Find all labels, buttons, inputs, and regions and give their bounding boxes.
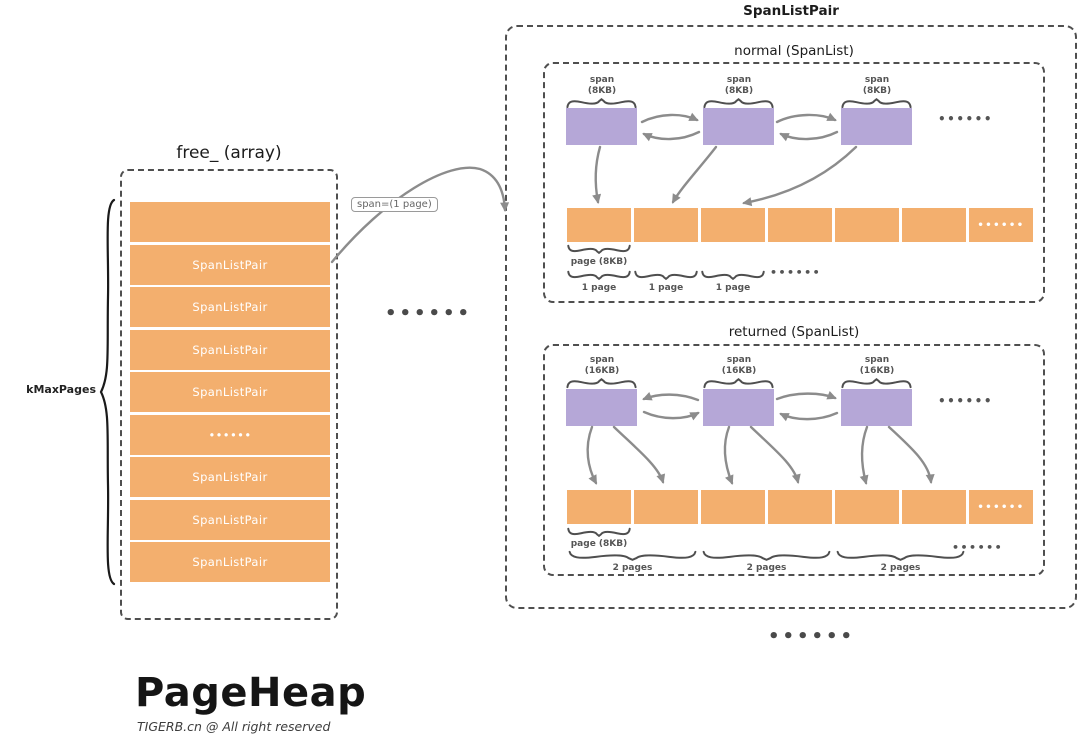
spanlistpair-title: SpanListPair — [743, 3, 839, 19]
page-size-label: page (8KB) — [570, 257, 628, 267]
page-brace-icon — [567, 245, 631, 254]
span-label: span (8KB) — [557, 75, 647, 97]
free-array-box — [120, 169, 338, 620]
span-label: span (16KB) — [832, 355, 922, 377]
free-array-cell: SpanListPair — [130, 542, 330, 582]
span-label-line1: span — [864, 75, 890, 85]
page-row-ellipsis: •••••• — [977, 219, 1025, 231]
unit-label: 1 page — [715, 283, 751, 293]
page-cell — [634, 490, 698, 524]
page-cell — [701, 490, 765, 524]
span-label-line1: span — [726, 355, 752, 365]
free-array-cell: SpanListPair — [130, 330, 330, 370]
span-label-line2: (8KB) — [862, 86, 892, 96]
spanlistpair-outer-box — [505, 25, 1077, 609]
unit-brace-icon — [568, 550, 697, 562]
span-node — [841, 108, 912, 145]
unit-brace-icon — [634, 271, 698, 280]
span-label: span (8KB) — [694, 75, 784, 97]
span-brace-icon — [703, 378, 774, 388]
free-array-cell — [130, 202, 330, 242]
page-cell — [768, 208, 832, 242]
kmaxpages-brace-icon — [97, 197, 117, 587]
span-node — [566, 389, 637, 426]
returned-spanlist-box — [543, 344, 1045, 576]
span-label-line2: (16KB) — [859, 366, 895, 376]
free-array-cell-dots: •••••• — [130, 415, 330, 455]
unit-label: 2 pages — [746, 563, 787, 573]
unit-label: 2 pages — [880, 563, 921, 573]
span-label-line1: span — [589, 355, 615, 365]
free-array-cell: SpanListPair — [130, 245, 330, 285]
free-array-cell: SpanListPair — [130, 457, 330, 497]
span-arrow-label: span=(1 page) — [351, 197, 438, 212]
unit-brace-icon — [567, 271, 631, 280]
page-row-ellipsis: •••••• — [977, 501, 1025, 513]
returned-spanlist-label: returned (SpanList) — [728, 324, 860, 340]
free-array-cell: SpanListPair — [130, 500, 330, 540]
span-label-line1: span — [589, 75, 615, 85]
page-cell — [902, 490, 966, 524]
arrow-array-to-spanlistpair — [330, 166, 510, 264]
unit-ellipsis: •••••• — [770, 266, 822, 279]
copyright-text: TIGERB.cn @ All right reserved — [137, 719, 331, 734]
span-label-line2: (16KB) — [584, 366, 620, 376]
unit-brace-icon — [836, 550, 965, 562]
bottom-ellipsis: •••••• — [768, 626, 856, 647]
page-cell — [567, 490, 631, 524]
span-brace-icon — [841, 98, 912, 108]
page-cell — [768, 490, 832, 524]
free-array-cell: SpanListPair — [130, 287, 330, 327]
span-node — [841, 389, 912, 426]
unit-ellipsis: •••••• — [952, 541, 1004, 554]
unit-label: 2 pages — [612, 563, 653, 573]
span-label-line1: span — [726, 75, 752, 85]
page-cell — [835, 490, 899, 524]
span-brace-icon — [566, 378, 637, 388]
page-cell — [634, 208, 698, 242]
span-brace-icon — [703, 98, 774, 108]
span-list-ellipsis: •••••• — [938, 112, 994, 126]
span-node — [703, 108, 774, 145]
span-label: span (16KB) — [557, 355, 647, 377]
span-label-line1: span — [864, 355, 890, 365]
page-cell-dots: •••••• — [969, 208, 1033, 242]
normal-spanlist-box — [543, 62, 1045, 303]
page-cell — [567, 208, 631, 242]
page-cell — [701, 208, 765, 242]
page-cell-dots: •••••• — [969, 490, 1033, 524]
span-list-ellipsis: •••••• — [938, 394, 994, 408]
normal-spanlist-label: normal (SpanList) — [734, 43, 854, 59]
span-label-line2: (8KB) — [724, 86, 754, 96]
span-label-line2: (8KB) — [587, 86, 617, 96]
span-label: span (16KB) — [694, 355, 784, 377]
page-brace-icon — [567, 528, 631, 537]
unit-brace-icon — [702, 550, 831, 562]
span-brace-icon — [841, 378, 912, 388]
unit-label: 1 page — [581, 283, 617, 293]
span-brace-icon — [566, 98, 637, 108]
unit-label: 1 page — [648, 283, 684, 293]
page-cell — [835, 208, 899, 242]
span-label: span (8KB) — [832, 75, 922, 97]
span-node — [566, 108, 637, 145]
free-array-title: free_ (array) — [176, 143, 282, 163]
page-size-label: page (8KB) — [570, 539, 628, 549]
free-array-cell: SpanListPair — [130, 372, 330, 412]
span-label-line2: (16KB) — [721, 366, 757, 376]
diagram-title: PageHeap — [135, 670, 367, 716]
page-cell — [902, 208, 966, 242]
unit-brace-icon — [701, 271, 765, 280]
kmaxpages-label: kMaxPages — [26, 383, 96, 396]
span-node — [703, 389, 774, 426]
middle-ellipsis: •••••• — [385, 303, 473, 324]
